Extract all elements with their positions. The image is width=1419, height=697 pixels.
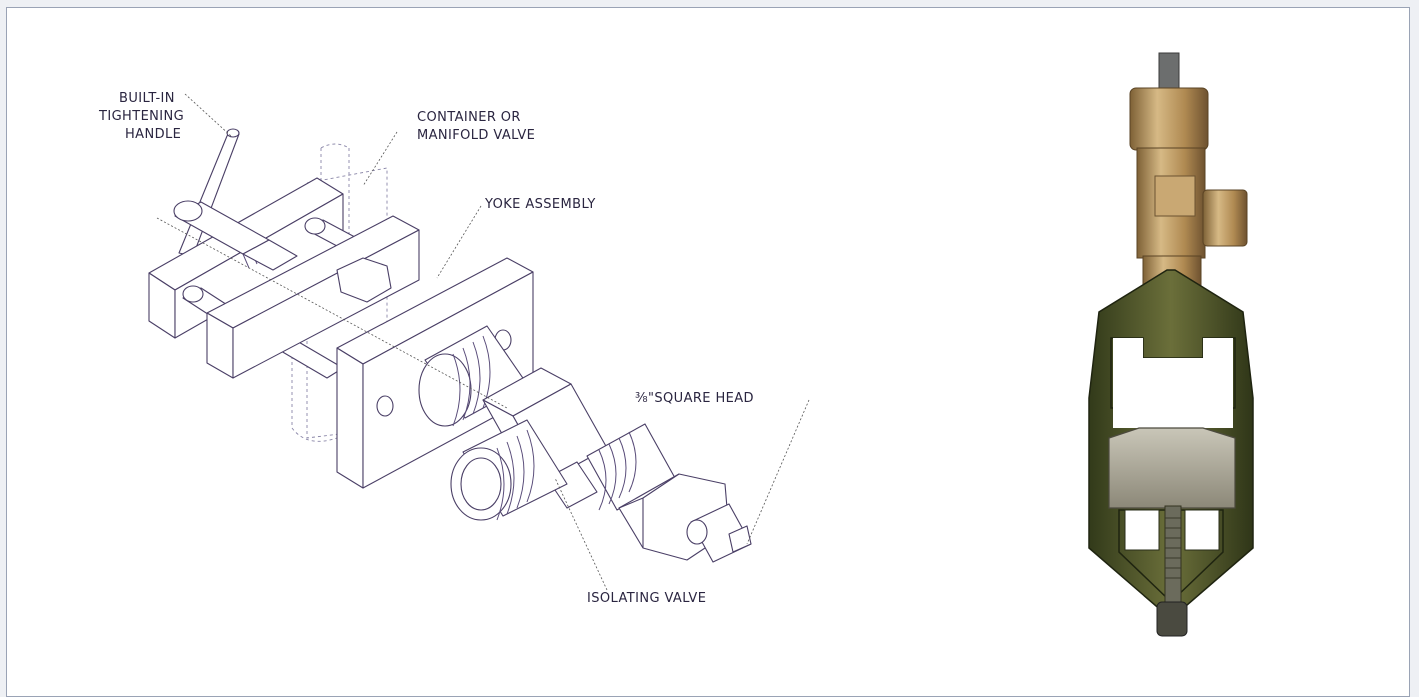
- clamp-block: [1108, 427, 1236, 509]
- label-handle-3: HANDLE: [125, 127, 181, 142]
- label-container-1: CONTAINER OR: [417, 110, 521, 125]
- yoke-window-lower-right: [1184, 509, 1220, 551]
- label-handle-2: TIGHTENING: [98, 109, 184, 124]
- valve-side-outlet: [1202, 189, 1248, 247]
- label-square-head: ⅜"SQUARE HEAD: [635, 391, 754, 406]
- yoke-window-upper: [1113, 338, 1233, 428]
- tightening-screw-photo: [1164, 505, 1182, 607]
- tightening-screw: [173, 200, 298, 271]
- label-yoke: YOKE ASSEMBLY: [484, 197, 596, 212]
- square-head-spindle: [686, 503, 752, 563]
- valve-stem: [1158, 52, 1180, 94]
- figure-frame: BUILT-IN TIGHTENING HANDLE CONTAINER OR …: [6, 7, 1410, 697]
- outlet-connector: [450, 419, 568, 521]
- valve-cap-nut: [1129, 87, 1209, 151]
- yoke-window-lower-left: [1124, 509, 1160, 551]
- leader-lines: [184, 93, 810, 591]
- label-isolating-valve: ISOLATING VALVE: [587, 591, 706, 606]
- figure-canvas: BUILT-IN TIGHTENING HANDLE CONTAINER OR …: [98, 52, 1254, 637]
- drawing-labels: BUILT-IN TIGHTENING HANDLE CONTAINER OR …: [98, 91, 754, 606]
- hex-seat: [336, 257, 392, 303]
- label-container-2: MANIFOLD VALVE: [417, 128, 535, 143]
- label-handle-1: BUILT-IN: [119, 91, 175, 106]
- valve-label-plate: [1154, 175, 1196, 217]
- tightening-knob: [1156, 601, 1188, 637]
- yoke-photo: [1088, 52, 1254, 637]
- yoke-assembly-drawing: [148, 128, 752, 563]
